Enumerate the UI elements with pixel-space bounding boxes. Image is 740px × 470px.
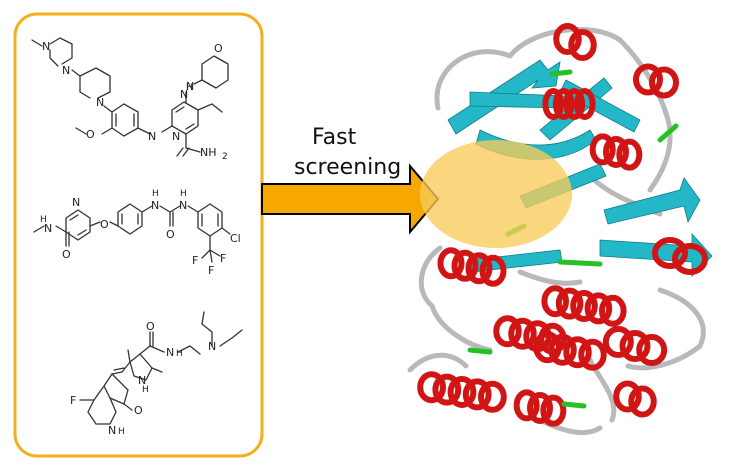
atom-label: O bbox=[62, 248, 71, 261]
helix-turn bbox=[479, 254, 507, 287]
helix-turn bbox=[636, 334, 668, 366]
atom-label: N bbox=[42, 40, 50, 53]
helix-turn bbox=[568, 29, 597, 61]
helix-turn bbox=[599, 294, 627, 327]
helix-turn bbox=[613, 380, 642, 413]
atom-label: F bbox=[192, 254, 198, 267]
helix-turn bbox=[619, 330, 651, 362]
helix-turn bbox=[570, 290, 598, 322]
atom-label: N bbox=[208, 340, 216, 353]
helix-turn bbox=[451, 249, 479, 282]
atom-label: N bbox=[151, 199, 159, 212]
atom-label: F bbox=[208, 264, 214, 277]
compound-3-structure bbox=[79, 311, 243, 425]
atom-label: N bbox=[108, 424, 116, 437]
helix-turn bbox=[628, 385, 657, 418]
helix-turn bbox=[602, 326, 634, 358]
atom-label: N bbox=[179, 199, 187, 212]
helix-turn bbox=[493, 315, 522, 348]
arrow-label-line1: Fast bbox=[312, 125, 357, 150]
atom-label: N bbox=[96, 96, 104, 109]
helix-turn bbox=[589, 133, 616, 166]
helix-turn bbox=[548, 333, 577, 366]
helix-turn bbox=[465, 252, 493, 285]
helix-turn bbox=[649, 66, 679, 99]
helix-turn bbox=[633, 63, 663, 96]
compound-1-atoms: N N N N O N H N N O NH 2 bbox=[42, 40, 228, 162]
helix-turn bbox=[447, 376, 477, 408]
helix-turn bbox=[462, 378, 492, 411]
helix-turn bbox=[563, 88, 586, 120]
atom-label: N bbox=[62, 64, 70, 77]
binding-pocket-highlight bbox=[420, 140, 572, 248]
helix-turn bbox=[553, 23, 582, 55]
helix-turn bbox=[417, 371, 447, 404]
arrow-label-line2: screening bbox=[294, 155, 401, 180]
atom-label: N bbox=[186, 80, 194, 93]
atom-label: O bbox=[86, 128, 95, 141]
compound-3-atoms: O N H N F H N O N H bbox=[70, 320, 216, 437]
compound-1-structure bbox=[31, 37, 229, 157]
arrow-shape bbox=[261, 163, 440, 235]
atom-label: H bbox=[40, 215, 47, 225]
compound-2-atoms: H N N O O H N H N O Cl F F F bbox=[40, 189, 241, 277]
protein-helices bbox=[417, 23, 708, 427]
helix-turn bbox=[652, 237, 688, 269]
atom-label: O bbox=[214, 42, 223, 55]
helix-turn bbox=[578, 338, 607, 371]
atom-label: O bbox=[100, 218, 109, 231]
compound-panel-frame bbox=[13, 12, 264, 458]
helix-turn bbox=[527, 392, 553, 424]
helix-turn bbox=[552, 88, 575, 120]
atom-label: N bbox=[148, 130, 156, 143]
helix-turn bbox=[555, 287, 584, 320]
atom-label: O bbox=[146, 320, 155, 333]
atom-label: Cl bbox=[230, 232, 241, 245]
compound-2-structure bbox=[33, 203, 231, 263]
helix-turn bbox=[584, 292, 613, 325]
helix-turn bbox=[533, 331, 562, 364]
helix-turn bbox=[616, 138, 643, 171]
atom-label: H bbox=[186, 83, 193, 93]
atom-label: N bbox=[172, 130, 180, 143]
helix-turn bbox=[508, 317, 537, 350]
helix-turn bbox=[563, 336, 592, 369]
atom-label: H bbox=[142, 385, 149, 395]
helix-turn bbox=[603, 136, 629, 168]
atom-label: H bbox=[176, 349, 183, 359]
helix-turn bbox=[432, 373, 462, 406]
atom-label: N bbox=[138, 374, 146, 387]
atom-label: NH bbox=[200, 146, 217, 159]
atom-label: H bbox=[180, 189, 187, 199]
atom-label: H bbox=[152, 189, 159, 199]
atom-label: O bbox=[166, 228, 175, 241]
atom-label: F bbox=[220, 252, 226, 265]
atom-label: N bbox=[180, 88, 188, 101]
atom-label: 2 bbox=[222, 152, 228, 162]
atom-label: N bbox=[44, 222, 52, 235]
atom-label: F bbox=[70, 394, 76, 407]
helix-turn bbox=[478, 380, 507, 413]
helix-turn bbox=[437, 247, 465, 280]
atom-label: O bbox=[134, 404, 143, 417]
atom-label: N bbox=[166, 346, 174, 359]
helix-turn bbox=[542, 88, 565, 120]
helix-turn bbox=[513, 389, 540, 422]
helix-turn bbox=[540, 394, 567, 427]
atom-label: N bbox=[72, 196, 80, 209]
helix-turn bbox=[541, 285, 570, 318]
helix-turn bbox=[573, 88, 596, 120]
atom-label: H bbox=[118, 427, 125, 437]
helix-turn bbox=[672, 243, 708, 275]
screening-arrow: Fast screening bbox=[261, 125, 440, 235]
